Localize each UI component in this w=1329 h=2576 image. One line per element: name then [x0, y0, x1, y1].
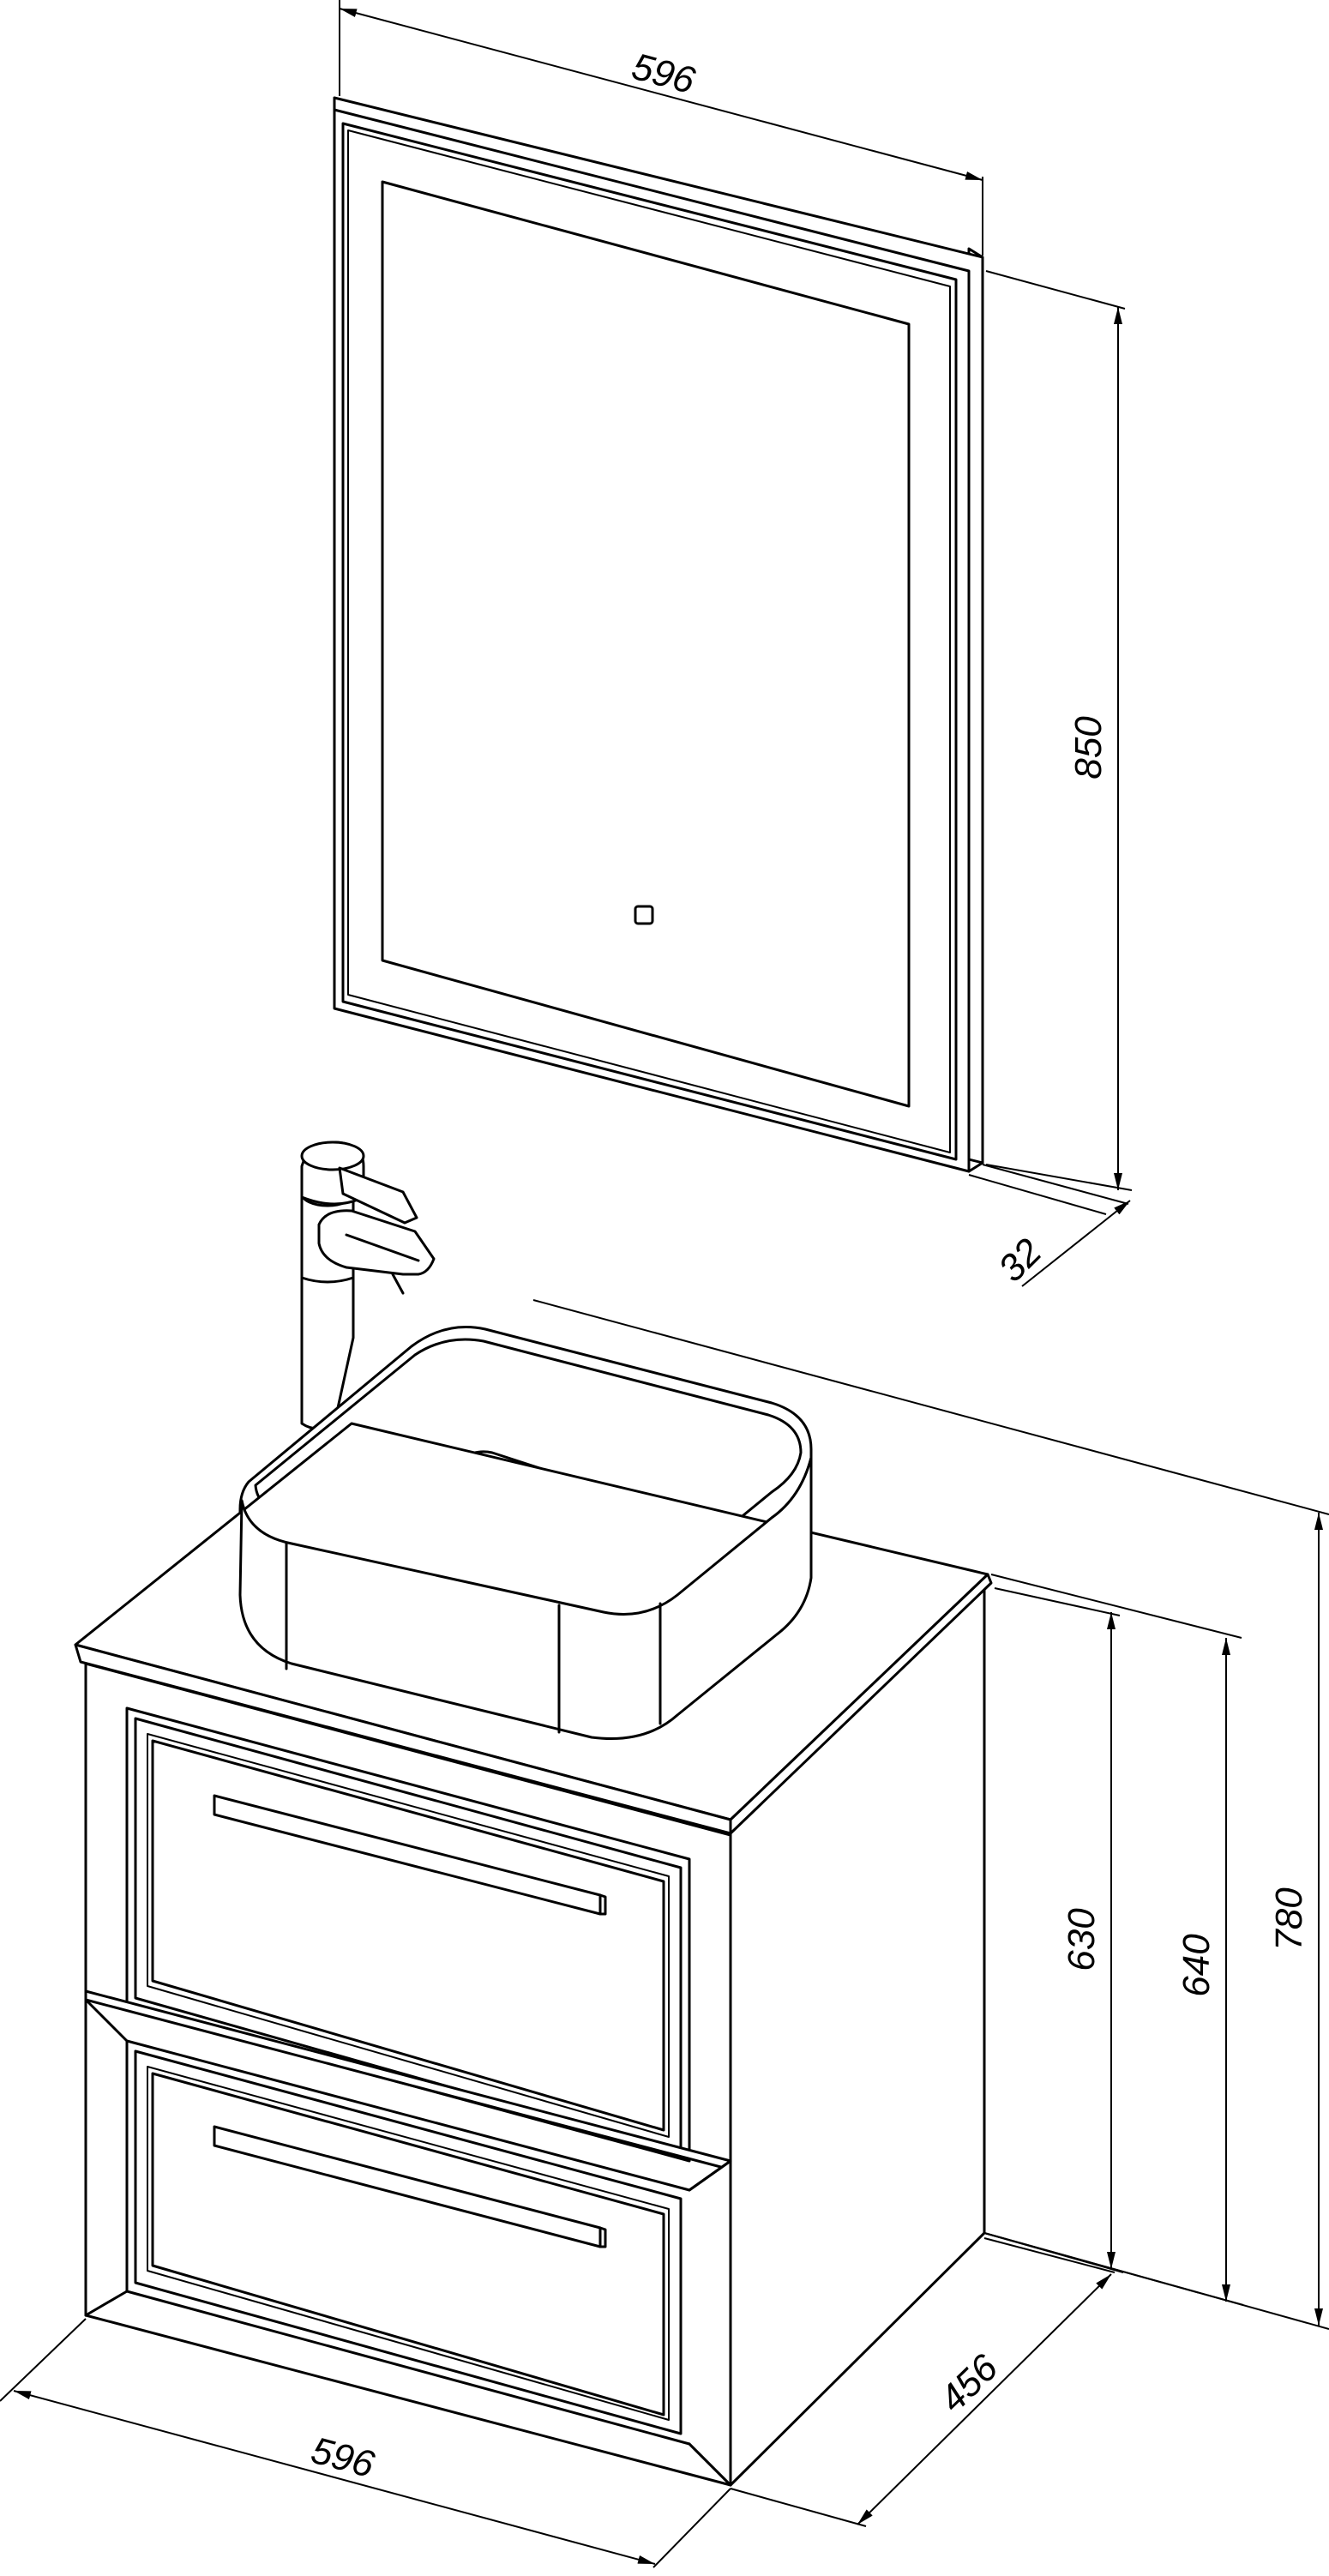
mirror-width-label: 596	[628, 45, 700, 102]
mirror-height-label: 850	[1067, 716, 1110, 779]
top-drawer-handle[interactable]	[213, 1794, 607, 1916]
cabinet-with-top-height-label: 640	[1176, 1934, 1218, 1997]
touch-sensor-icon	[634, 905, 654, 925]
overall-height-label: 780	[1268, 1887, 1310, 1951]
cabinet-width-label: 596	[307, 2429, 379, 2486]
cabinet-depth-label: 456	[932, 2346, 1007, 2421]
mirror	[333, 96, 984, 1173]
dimension-mirror-depth: 32	[968, 1164, 1131, 1290]
dimension-cabinet-with-top-height: 640	[983, 1574, 1244, 2306]
bottom-drawer[interactable]	[84, 1998, 732, 2487]
bottom-drawer-handle[interactable]	[213, 2125, 607, 2248]
dimension-cabinet-height: 630	[983, 1587, 1124, 2273]
dimension-mirror-height: 850	[985, 270, 1133, 1191]
top-drawer[interactable]	[125, 1706, 691, 2163]
faucet	[300, 1141, 436, 1430]
cabinet-height-label: 630	[1061, 1908, 1103, 1971]
cabinet	[74, 1422, 993, 2487]
mirror-depth-label: 32	[990, 1231, 1049, 1290]
